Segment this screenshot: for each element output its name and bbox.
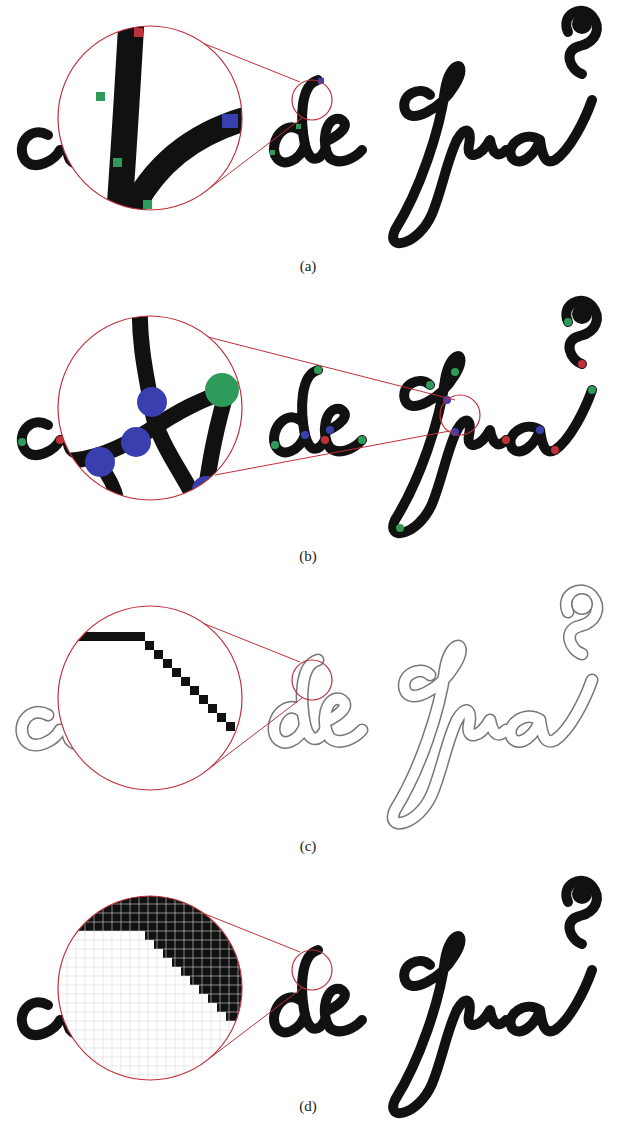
panel-label: (b)	[297, 548, 319, 565]
panel-c	[22, 591, 597, 823]
panel-b	[18, 300, 597, 533]
panel-a	[22, 10, 597, 243]
panel-label: (c)	[298, 838, 319, 855]
panel-label: (a)	[298, 258, 319, 275]
panel-d	[22, 881, 597, 1113]
panel-label: (d)	[297, 1098, 319, 1115]
